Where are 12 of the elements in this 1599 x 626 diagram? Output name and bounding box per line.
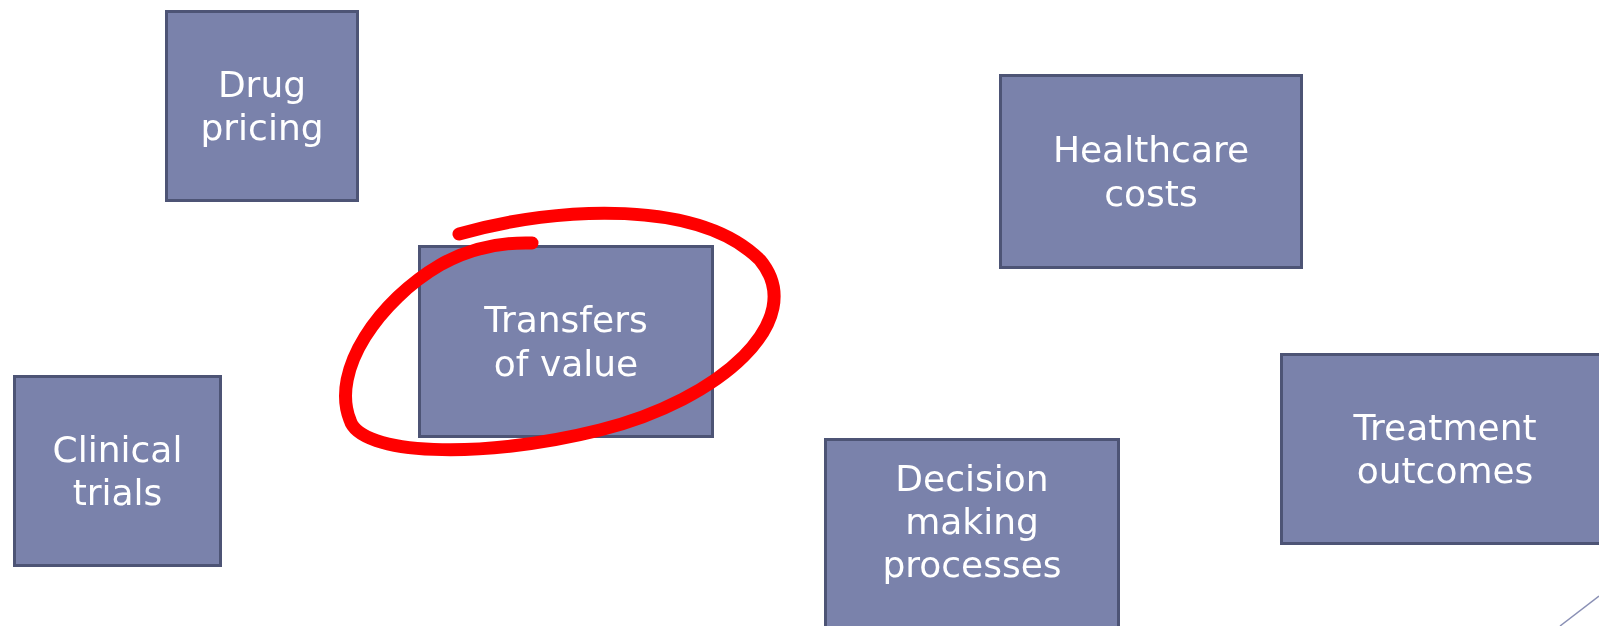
topic-box (418, 245, 714, 438)
topic-label: Drug pricing (199, 62, 325, 150)
topic-label: Healthcare costs (1051, 128, 1251, 215)
topic-box (1280, 353, 1599, 545)
topic-label: Clinical trials (51, 427, 184, 515)
topic-box (165, 10, 359, 202)
topic-label: Decision making processes (881, 457, 1063, 587)
topic-box (13, 375, 222, 567)
topic-box (824, 438, 1120, 626)
topic-label: Treatment outcomes (1352, 405, 1538, 493)
topic-box (999, 74, 1303, 269)
topic-label: Transfers of value (483, 298, 649, 385)
